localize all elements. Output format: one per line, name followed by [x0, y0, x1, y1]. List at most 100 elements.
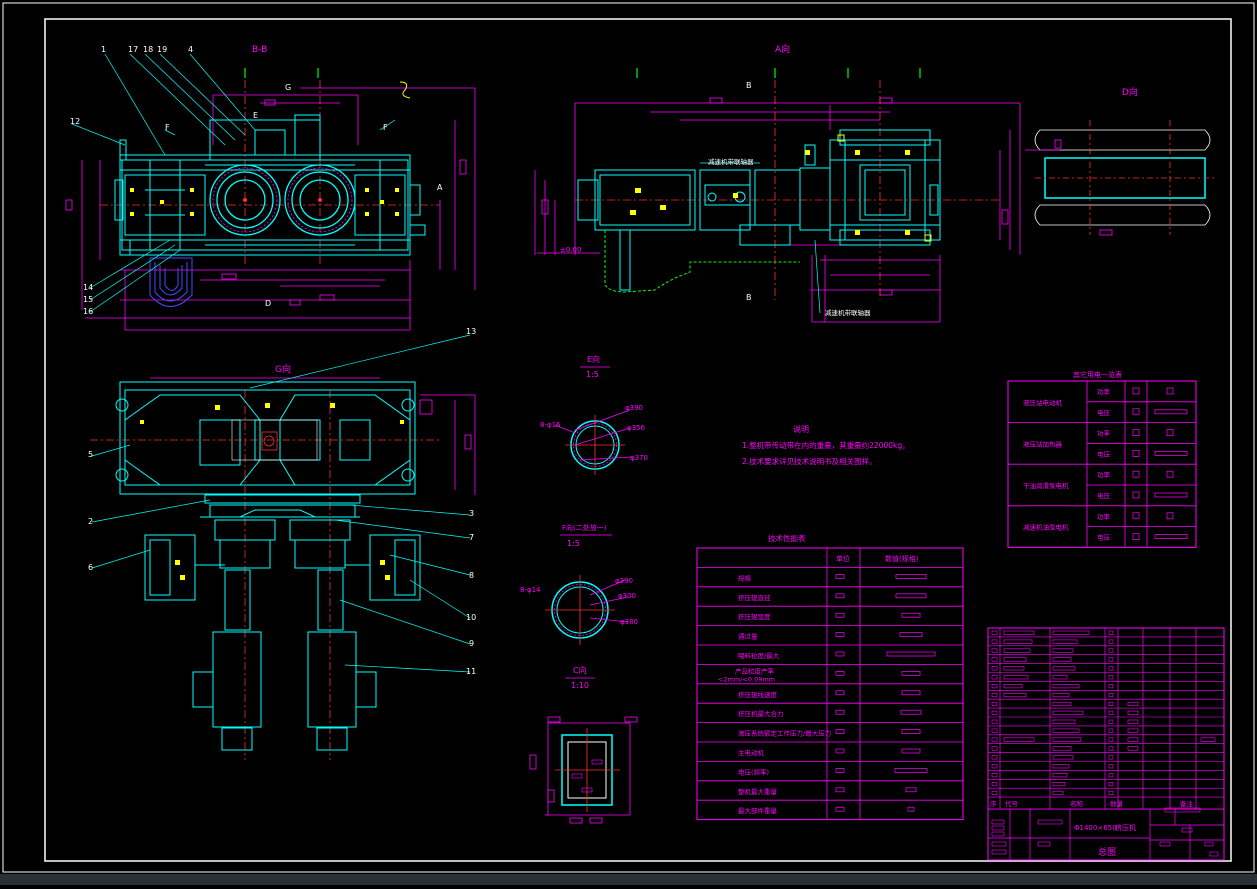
parts-list-qty-cell — [1108, 639, 1114, 644]
title-block-small-cell — [1037, 841, 1051, 847]
tech-table-value-cell — [901, 671, 921, 676]
annotation-bottom: 减速机带联轴器 — [825, 308, 871, 317]
notes: 说明 1.整机带传动带在内的重量，其重量约22000kg。 2.技术要求详见技术… — [742, 424, 910, 466]
title-block-small-cell — [991, 831, 1005, 837]
parts-list-mass-cell — [1127, 701, 1139, 707]
parts-list-code-cell — [1003, 639, 1033, 644]
parts-list-name-cell — [1052, 675, 1068, 680]
view-e-title: E向 — [587, 354, 600, 364]
label-a: A — [437, 183, 443, 192]
parts-list-seq-cell — [991, 737, 998, 742]
parts-list-qty-cell — [1108, 701, 1114, 707]
parts-list-qty-cell — [1108, 755, 1114, 760]
view-d-title: D向 — [1122, 86, 1138, 98]
parts-list-seq-cell — [991, 701, 998, 707]
parts-list-qty-cell — [1108, 630, 1114, 635]
balloon-16: 16 — [83, 307, 93, 316]
tech-table-unit-cell — [835, 806, 845, 812]
parts-list-name-cell — [1052, 737, 1082, 742]
parts-list-seq-cell — [991, 764, 998, 769]
tech-table-row-label: 液压系统额定工作压力/最大压力 — [738, 729, 831, 738]
title-block-small-cell — [991, 849, 1007, 855]
tech-table-value-cell — [901, 690, 921, 696]
motor-table-voltage-label: 电压 — [1097, 533, 1111, 542]
dim-e-356: φ356 — [627, 424, 646, 432]
label-f-right: F — [383, 123, 388, 132]
view-e-scale: 1:5 — [586, 370, 599, 379]
parts-list-qty-cell — [1108, 648, 1114, 653]
parts-list-mass-cell — [1127, 737, 1139, 742]
parts-list-mass-cell — [1127, 728, 1139, 733]
bottom-status-strip — [0, 874, 1257, 885]
parts-list-code-cell — [1003, 675, 1029, 680]
dim-f-380: φ380 — [620, 618, 638, 626]
motor-table-value-cell — [1166, 470, 1174, 478]
view-a-title: A向 — [775, 43, 790, 55]
parts-list-code-cell — [1003, 737, 1035, 742]
view-c-scale: 1:10 — [571, 681, 589, 690]
motor-table-voltage-label: 电压 — [1097, 408, 1111, 417]
tech-table-value-cell — [900, 709, 922, 715]
view-f-scale: 1:5 — [567, 539, 580, 548]
notes-title: 说明 — [793, 424, 809, 434]
tech-table-unit-cell — [835, 612, 845, 618]
tech-table-value-cell — [901, 729, 921, 734]
motor-table-power-label: 功率 — [1097, 387, 1111, 396]
view-e: E向 1:5 φ390 φ356 φ370 8-φ16 — [540, 354, 648, 475]
parts-list-header-seq: 序 — [990, 799, 997, 808]
parts-list-seq-cell — [991, 719, 998, 724]
tech-performance-table: 技术性能表单位数值(规格)规格挤压辊直径挤压辊宽度通过量喂料粒度/最大产品粒度产… — [696, 533, 964, 821]
parts-list-seq-cell — [991, 692, 998, 698]
parts-list-seq-cell — [991, 755, 998, 760]
notes-line-1: 1.整机带传动带在内的重量，其重量约22000kg。 — [742, 440, 910, 450]
label-b-bottom: B — [746, 293, 752, 302]
tech-table-value-cell — [894, 768, 928, 773]
parts-list-code-cell — [1003, 684, 1023, 689]
title-block-small-cell — [1159, 841, 1171, 847]
parts-list-mass-cell — [1127, 719, 1139, 724]
dim-e-390: φ390 — [625, 404, 643, 412]
motor-table-group-label: 液压站加热器 — [1023, 439, 1063, 448]
parts-list-name-cell — [1052, 728, 1080, 733]
tech-table-value-cell — [886, 651, 936, 657]
parts-list-header-qty: 数量 — [1110, 799, 1124, 808]
tech-table-value-cell — [895, 593, 927, 599]
inner-frame — [44, 18, 1232, 862]
motor-table-value-cell — [1154, 534, 1188, 539]
view-d: D向 — [1025, 86, 1215, 236]
balloon-17: 17 — [128, 45, 138, 54]
tech-table-value-cell — [907, 806, 915, 812]
parts-list-seq-cell — [991, 684, 998, 689]
parts-list-name-cell — [1052, 790, 1064, 796]
title-block-small-cell — [1037, 819, 1063, 825]
label-d: D — [265, 299, 271, 308]
tech-table-value-cell — [895, 574, 927, 579]
motor-table-title: 其它用电一览表 — [1073, 370, 1122, 379]
motor-table-unit-cell — [1132, 387, 1140, 395]
motor-table-group-label: 液压站电动机 — [1023, 398, 1063, 407]
parts-list-name-cell — [1052, 710, 1084, 715]
parts-list-qty-cell — [1108, 666, 1114, 671]
tech-table-row-label: 规格 — [738, 573, 752, 582]
tech-table-row-label: 挤压机最大合力 — [738, 709, 784, 718]
tech-table-unit-cell — [835, 690, 845, 696]
section-arrow-s — [399, 81, 411, 99]
tech-table-unit-cell — [835, 787, 845, 793]
title-block-small-cell — [991, 819, 1005, 825]
title-block-small-cell — [991, 841, 1007, 847]
parts-list-seq-cell — [991, 710, 998, 715]
motor-table-unit-cell — [1132, 429, 1140, 436]
parts-list-qty-cell — [1108, 773, 1114, 778]
parts-list-name-cell — [1052, 764, 1070, 769]
tech-table-unit-cell — [835, 574, 845, 579]
motor-table-power-label: 功率 — [1097, 429, 1111, 438]
annotation-top: 减速机带联轴器 — [708, 157, 754, 166]
balloon-2: 2 — [88, 517, 93, 526]
tech-table-row-label: 产品粒度产率 — [735, 666, 775, 675]
motor-table-unit-cell — [1132, 450, 1140, 457]
parts-list-name-cell — [1052, 773, 1068, 778]
parts-list-qty-cell — [1108, 692, 1114, 698]
parts-list-seq-cell — [991, 648, 998, 653]
